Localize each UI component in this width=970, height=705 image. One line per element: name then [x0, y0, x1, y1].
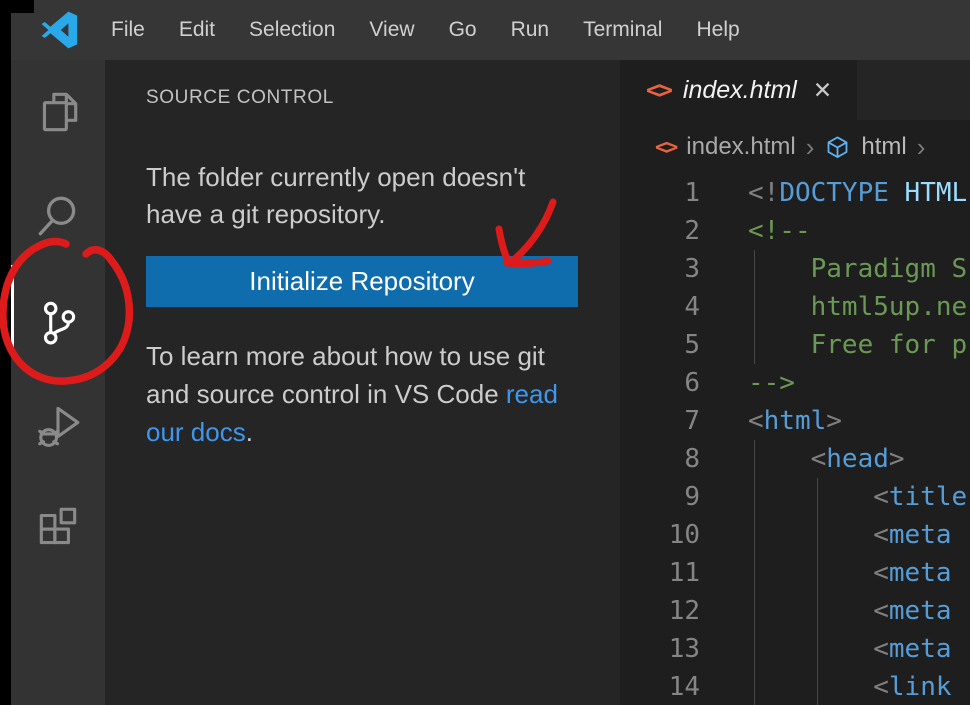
- active-item-indicator: [11, 265, 14, 357]
- code-text: <meta: [873, 520, 952, 550]
- code-line: 8 <head>: [620, 440, 970, 478]
- code-text: -->: [748, 368, 795, 398]
- sidebar-source-control: SOURCE CONTROL The folder currently open…: [105, 60, 620, 705]
- learn-more-suffix: .: [245, 417, 253, 447]
- extensions-squares-icon: [39, 507, 77, 545]
- code-text: <link: [873, 672, 952, 702]
- menu-item-terminal[interactable]: Terminal: [583, 18, 663, 41]
- code-line: 12 <meta: [620, 592, 970, 630]
- code-text: Free for p: [810, 330, 968, 360]
- workbench: SOURCE CONTROL The folder currently open…: [0, 60, 970, 705]
- code-line: 13 <meta: [620, 630, 970, 668]
- debug-play-bug-icon: [38, 406, 80, 447]
- code-line: 3 Paradigm S: [620, 250, 970, 288]
- code-line: 5 Free for p: [620, 326, 970, 364]
- no-repo-message: The folder currently open doesn't have a…: [146, 162, 526, 229]
- code-text: html5up.ne: [810, 292, 968, 322]
- menu-item-go[interactable]: Go: [448, 18, 477, 41]
- code-text: <title: [873, 482, 968, 512]
- activitybar-item-run-debug[interactable]: [11, 372, 105, 476]
- activitybar-item-source-control[interactable]: [11, 268, 105, 372]
- code-line: 7 <html>: [620, 402, 970, 440]
- line-number: 13: [668, 634, 700, 664]
- line-number: 10: [668, 520, 700, 550]
- breadcrumb-symbol[interactable]: html: [861, 133, 907, 160]
- line-number: 1: [684, 178, 700, 208]
- code-text: Paradigm S: [810, 254, 968, 284]
- tab-bar: <> index.html ✕: [620, 60, 970, 120]
- line-number: 14: [668, 672, 700, 702]
- tab-label: index.html: [682, 75, 797, 104]
- learn-more-text: To learn more about how to use git and s…: [146, 337, 578, 451]
- line-number: 9: [684, 482, 700, 512]
- close-icon[interactable]: ✕: [812, 76, 833, 103]
- breadcrumb: <> index.html › html ›: [620, 120, 970, 174]
- menu-bar: File Edit Selection View Go Run Terminal Help: [94, 0, 757, 60]
- screen-edge: [0, 0, 34, 13]
- indent-guide: [817, 478, 818, 705]
- indent-guide: [754, 440, 755, 705]
- indent-guide: [754, 250, 755, 364]
- code-text: <!DOCTYPE HTML: [748, 178, 968, 208]
- line-number: 4: [684, 292, 700, 322]
- line-number: 3: [684, 254, 700, 284]
- code-line: 10 <meta: [620, 516, 970, 554]
- chevron-right-icon: ›: [805, 131, 815, 162]
- code-text: <meta: [873, 634, 952, 664]
- html-file-icon: <>: [655, 135, 678, 159]
- cube-icon: [827, 135, 848, 158]
- code-line: 1 <!DOCTYPE HTML: [620, 174, 970, 212]
- breadcrumb-file[interactable]: index.html: [686, 133, 796, 160]
- code-text: <head>: [810, 444, 905, 474]
- line-number: 7: [684, 406, 700, 436]
- screen-edge: [0, 0, 11, 705]
- code-line: 4 html5up.ne: [620, 288, 970, 326]
- code-text: <meta: [873, 558, 952, 588]
- line-number: 11: [668, 558, 700, 588]
- tab-index-html[interactable]: <> index.html ✕: [620, 60, 857, 120]
- code-line: 11 <meta: [620, 554, 970, 592]
- vscode-logo-icon: [41, 11, 78, 49]
- search-icon: [38, 196, 76, 236]
- read-our-docs-link[interactable]: read our docs: [146, 379, 558, 447]
- editor-group: <> index.html ✕ <> index.html › html ›: [620, 60, 970, 705]
- title-bar: File Edit Selection View Go Run Terminal Help: [0, 0, 970, 60]
- activitybar-item-explorer[interactable]: [11, 60, 105, 164]
- initialize-repository-button[interactable]: Initialize Repository: [146, 256, 578, 307]
- code-line: 2 <!--: [620, 212, 970, 250]
- menu-item-file[interactable]: File: [111, 18, 145, 41]
- git-branch-icon: [43, 301, 76, 345]
- code-line: 6 -->: [620, 364, 970, 402]
- code-line: 14 <link: [620, 668, 970, 705]
- menu-item-run[interactable]: Run: [510, 18, 550, 41]
- line-number: 8: [684, 444, 700, 474]
- sidebar-title: SOURCE CONTROL: [146, 87, 334, 108]
- line-number: 5: [684, 330, 700, 360]
- menu-item-help[interactable]: Help: [696, 18, 740, 41]
- line-number: 6: [684, 368, 700, 398]
- activity-bar: [0, 60, 105, 705]
- line-number: 12: [668, 596, 700, 626]
- menu-item-view[interactable]: View: [369, 18, 415, 41]
- menu-item-edit[interactable]: Edit: [178, 18, 216, 41]
- code-text: <!--: [748, 216, 811, 246]
- files-icon: [42, 92, 78, 132]
- html-file-icon: <>: [646, 76, 673, 104]
- learn-more-prefix: To learn more about how to use git and s…: [146, 341, 545, 409]
- code-text: <meta: [873, 596, 952, 626]
- code-line: 9 <title: [620, 478, 970, 516]
- code-text: <html>: [748, 406, 842, 436]
- activitybar-item-extensions[interactable]: [11, 476, 105, 580]
- chevron-right-icon: ›: [916, 131, 926, 162]
- line-number: 2: [684, 216, 700, 246]
- menu-item-selection[interactable]: Selection: [249, 18, 336, 41]
- activitybar-item-search[interactable]: [11, 164, 105, 268]
